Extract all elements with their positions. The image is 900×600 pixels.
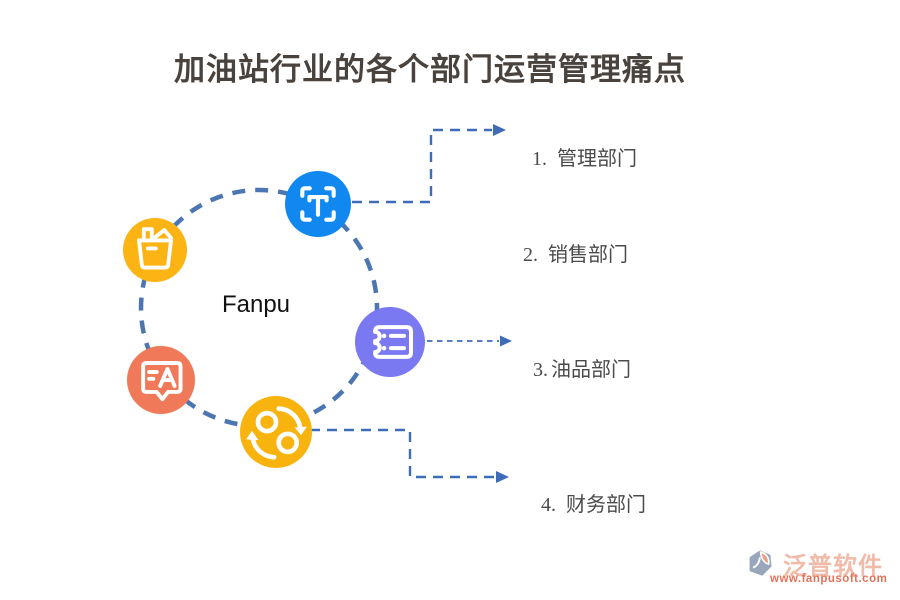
sync-icon [246, 406, 307, 460]
department-label-sales: 2. 销售部门 [503, 215, 628, 290]
node-sync [240, 396, 312, 468]
department-label-management: 1. 管理部门 [512, 119, 637, 194]
ticket-icon [373, 325, 414, 359]
node-translate-chat [127, 346, 195, 414]
node-basket [123, 218, 187, 282]
node-ticket [355, 307, 425, 377]
arrowhead-3 [500, 335, 512, 347]
arrowhead-1 [493, 124, 506, 136]
connector-4 [310, 428, 495, 479]
connector-1 [352, 128, 492, 204]
department-number: 2. [523, 244, 538, 266]
page-title: 加油站行业的各个部门运营管理痛点 [174, 52, 686, 87]
department-name: 财务部门 [566, 494, 646, 516]
center-brand-label: Fanpu [221, 291, 291, 318]
footer-brand-text: 泛普软件 [783, 553, 883, 580]
department-number: 3. [533, 359, 548, 381]
translate-chat-icon [141, 361, 183, 402]
footer-logo: 泛普软件 www.fanpusoft.com [745, 546, 895, 590]
arrowhead-4 [496, 471, 509, 483]
node-text-scan [285, 171, 351, 237]
department-name: 油品部门 [551, 359, 631, 381]
footer-url-text: www.fanpusoft.com [770, 573, 888, 585]
department-label-oil: 3.油品部门 [513, 330, 631, 405]
department-number: 4. [541, 494, 556, 516]
text-scan-icon [300, 186, 336, 222]
fanpu-logo-icon [749, 550, 772, 576]
basket-icon [137, 227, 173, 270]
department-number: 1. [532, 148, 547, 170]
department-name: 管理部门 [557, 148, 637, 170]
department-name: 销售部门 [548, 244, 628, 266]
department-label-finance: 4. 财务部门 [521, 465, 646, 540]
